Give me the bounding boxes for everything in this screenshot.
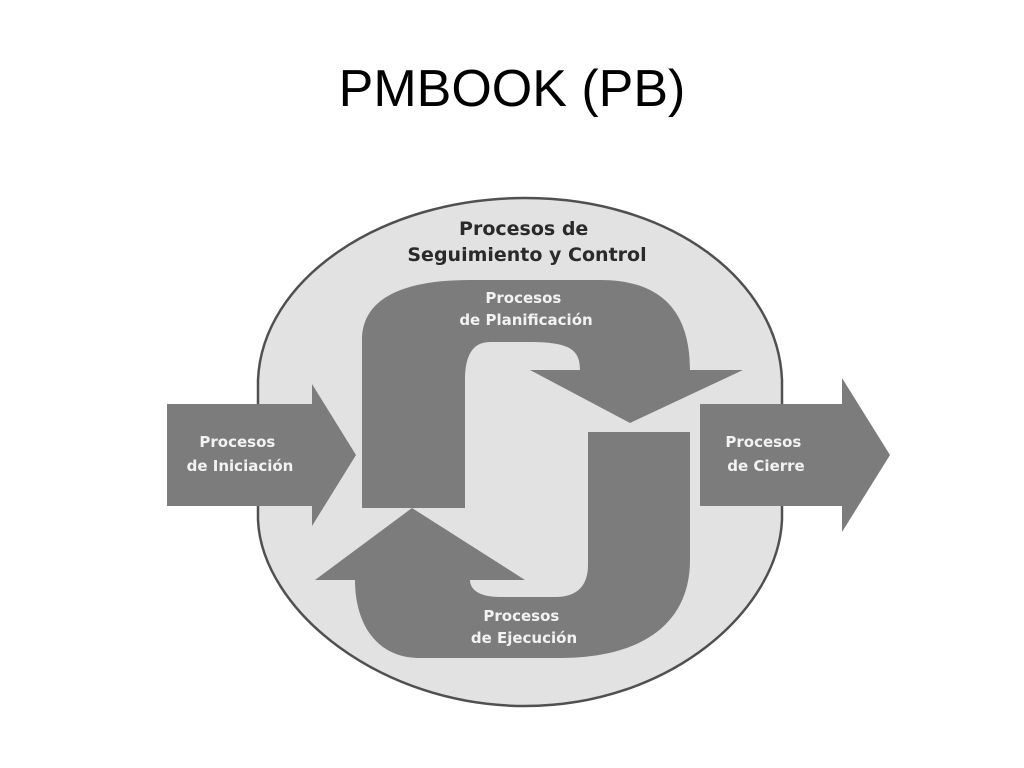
initiating-arrow (167, 384, 356, 526)
closing-arrow (700, 378, 890, 532)
svg-text:Procesos de Seguimiento: Procesos de Seguimiento y Control (407, 218, 646, 266)
executing-label-line1: Procesos (483, 607, 559, 625)
monitoring-label-line1: Procesos de (459, 218, 588, 240)
closing-label-line1: Procesos (725, 433, 801, 451)
planning-arrow (362, 280, 743, 508)
initiating-label-line2: de Iniciación (187, 457, 294, 475)
svg-text:Procesos de Cierre: Procesos de Cierre (725, 433, 806, 475)
slide-title: PMBOOK (PB) (338, 60, 686, 118)
planning-label-line2: de Planificación (459, 311, 592, 329)
executing-arrow (315, 432, 690, 658)
svg-text:Procesos de Iniciación: Procesos de Iniciación (187, 433, 294, 475)
executing-label-line2: de Ejecución (471, 629, 577, 647)
planning-label-line1: Procesos (485, 289, 561, 307)
initiating-label-line1: Procesos (199, 433, 275, 451)
monitoring-label-line2: Seguimiento y Control (407, 244, 646, 266)
closing-label-line2: de Cierre (727, 457, 804, 475)
svg-text:Procesos de Ejecución: Procesos de Ejecución (471, 607, 577, 647)
svg-text:Procesos de Planificació: Procesos de Planificación (459, 289, 592, 329)
